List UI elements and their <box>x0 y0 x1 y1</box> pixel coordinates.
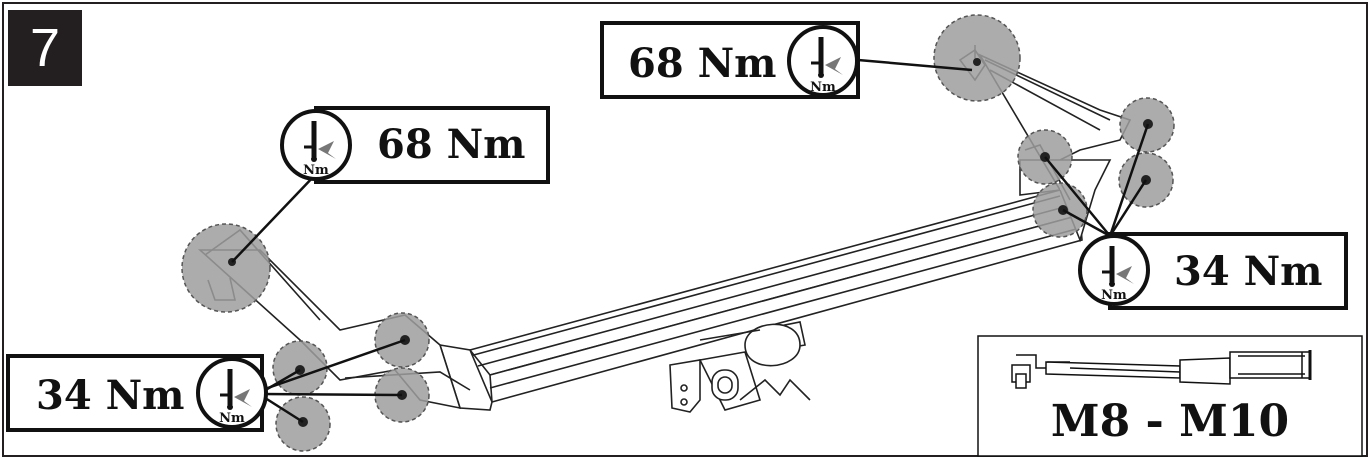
torque-value: 34 Nm <box>36 372 184 419</box>
icon-label: Nm <box>1101 288 1127 303</box>
torque-callout-right-lower: 34 Nm Nm <box>1080 232 1348 310</box>
leader-lines <box>231 58 1150 424</box>
tool-box: M8 - M10 <box>977 335 1363 457</box>
towbar-drawing <box>197 45 1132 413</box>
torque-value: 34 Nm <box>1174 248 1322 295</box>
icon-label: Nm <box>810 80 836 95</box>
torque-callout-left-upper: 68 Nm Nm <box>282 106 550 184</box>
torque-value: 68 Nm <box>628 40 776 87</box>
icon-label: Nm <box>219 411 245 426</box>
torque-callout-top-right: 68 Nm Nm <box>600 21 860 99</box>
bolt-size-label: M8 - M10 <box>1051 396 1289 447</box>
step-number: 7 <box>8 10 82 86</box>
torque-value: 68 Nm <box>377 121 525 168</box>
torque-wrench-icon <box>1011 350 1312 389</box>
icon-label: Nm <box>303 163 329 178</box>
torque-callout-left-lower: 34 Nm Nm <box>6 354 266 432</box>
